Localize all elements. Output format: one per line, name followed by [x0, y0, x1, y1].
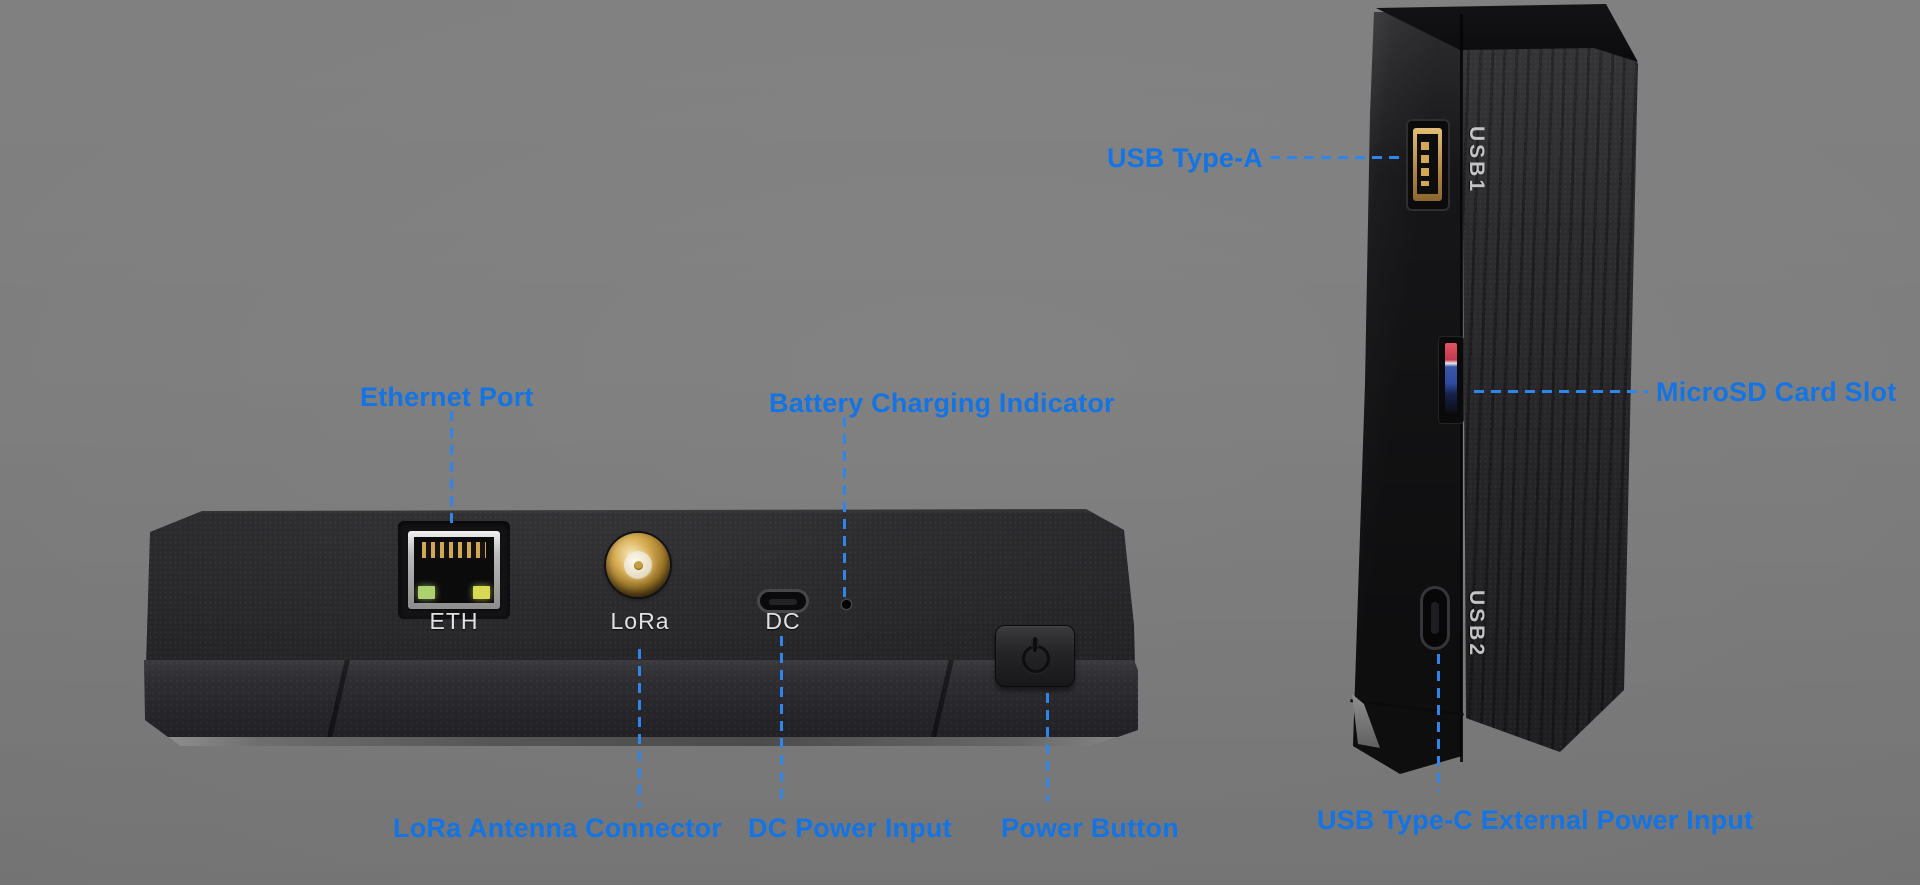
callout-usb-type-c: USB Type-C External Power Input	[1317, 805, 1754, 835]
eth-port-text: ETH	[429, 608, 479, 634]
lora-port-text: LoRa	[610, 608, 670, 634]
dc-port-slot	[769, 599, 797, 605]
device-top-bevel	[146, 509, 1135, 514]
callout-lora: LoRa Antenna Connector	[393, 813, 722, 843]
device-bottom-view-base	[144, 660, 1138, 746]
usb1-port-text: USB1	[1465, 126, 1488, 195]
ethernet-pins	[422, 542, 486, 558]
ethernet-port	[408, 531, 500, 609]
usb-a-tongue	[1417, 134, 1438, 194]
callout-dc: DC Power Input	[748, 813, 952, 843]
sma-insulator	[624, 551, 652, 579]
power-leader-line	[1046, 693, 1049, 801]
usb-c-port-slot	[1431, 602, 1439, 634]
callout-usb-type-a: USB Type-A	[1106, 143, 1263, 173]
usb-c-leader-line	[1437, 654, 1440, 792]
usb-c-port	[1420, 586, 1450, 650]
base-bottom-edge-highlight	[144, 737, 1138, 746]
battery-leader-line	[843, 417, 846, 597]
usb-a-leader-line	[1270, 156, 1404, 159]
ethernet-led-green	[418, 586, 435, 599]
ethernet-leader-line	[450, 411, 453, 528]
microsd-card-slot	[1438, 336, 1464, 424]
dc-port-text: DC	[765, 608, 801, 634]
ethernet-port-opening	[414, 537, 494, 603]
microsd-card	[1445, 343, 1457, 413]
power-icon-line	[1033, 637, 1037, 652]
callout-power: Power Button	[1001, 813, 1179, 843]
usb-a-pins	[1421, 142, 1429, 186]
usb-a-port	[1406, 119, 1450, 211]
lora-sma-connector	[606, 533, 670, 597]
dc-leader-line	[780, 636, 783, 806]
device-side-view: USB1 USB2	[1348, 4, 1678, 794]
usb2-port-text: USB2	[1465, 590, 1488, 659]
ethernet-led-yellow	[473, 586, 490, 599]
usb-a-contact-frame	[1413, 128, 1442, 201]
dc-power-port	[757, 589, 809, 613]
lora-leader-line	[638, 649, 641, 807]
callout-ethernet: Ethernet Port	[360, 382, 534, 412]
side-view-ribbed-back	[1462, 10, 1638, 752]
callout-battery: Battery Charging Indicator	[769, 388, 1115, 418]
microsd-leader-line	[1474, 390, 1648, 393]
battery-charging-indicator-led	[842, 600, 851, 609]
sma-center-pin	[634, 561, 643, 570]
callout-microsd: MicroSD Card Slot	[1656, 377, 1897, 407]
power-button	[995, 625, 1075, 687]
